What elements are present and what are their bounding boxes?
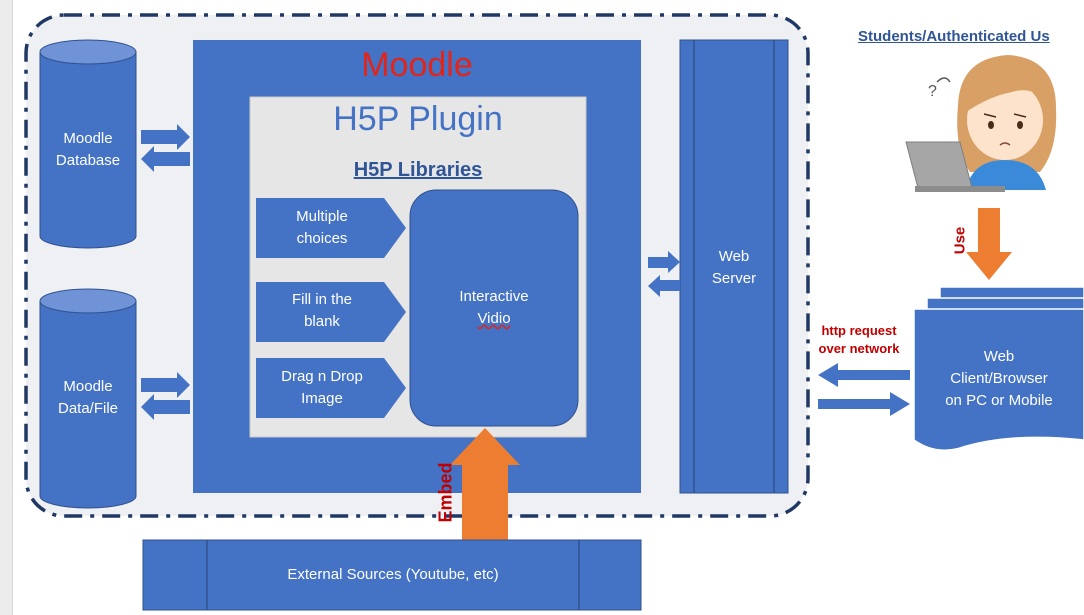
use-label: Use — [951, 226, 969, 255]
external-sources-block — [142, 539, 642, 611]
library-multiple-choices-label: Multiple choices — [258, 206, 386, 250]
moodle-database-cylinder — [39, 39, 137, 249]
svg-text:?: ? — [928, 83, 937, 100]
db-label-line: Moodle — [63, 130, 113, 147]
use-arrow-icon — [966, 208, 1012, 280]
interactive-line: Interactive — [459, 288, 529, 305]
server-label-line: Web — [718, 248, 750, 265]
moodle-datafile-label: Moodle Data/File — [40, 376, 136, 420]
response-arrow-icon — [818, 363, 910, 387]
db-label-line: Database — [55, 152, 121, 169]
h5p-libraries-label: H5P Libraries — [353, 159, 483, 181]
library-label-line: Multiple — [296, 208, 348, 225]
library-drag-drop — [256, 358, 406, 418]
server-label-line: Server — [711, 270, 757, 287]
client-label-line: Client/Browser — [950, 370, 1048, 387]
db-label-line: Data/File — [57, 400, 119, 417]
library-label-line: choices — [296, 230, 348, 247]
library-label-line: Drag n Drop — [281, 368, 363, 385]
datafile-double-arrow-icon — [141, 372, 190, 420]
moodle-datafile-cylinder — [39, 288, 137, 509]
interactive-line: Vidio — [477, 310, 511, 327]
web-client-multidocument — [913, 286, 1084, 451]
external-sources-label: External Sources (Youtube, etc) — [287, 566, 499, 583]
library-multiple-choices — [256, 198, 406, 258]
db-label-line: Moodle — [63, 378, 113, 395]
moodle-title: Moodle — [361, 46, 473, 84]
library-label-line: Fill in the — [291, 291, 353, 308]
students-label: Students/Authenticated Us — [858, 28, 1050, 45]
library-drag-drop-label: Drag n Drop Image — [258, 366, 386, 410]
library-label-line: Image — [301, 390, 343, 407]
server-double-arrow-icon — [648, 251, 680, 297]
http-request-label: http request over network — [806, 322, 912, 358]
client-label-line: on PC or Mobile — [945, 392, 1053, 409]
web-server-label: Web Server — [694, 246, 774, 290]
web-server-block — [679, 39, 789, 494]
left-margin-strip — [0, 0, 13, 615]
interactive-video-box — [409, 189, 579, 427]
embed-arrow-icon — [450, 428, 520, 540]
library-fill-blank-label: Fill in the blank — [258, 289, 386, 333]
http-label-line: http request — [821, 323, 897, 338]
embed-label: Embed — [435, 462, 456, 523]
database-double-arrow-icon — [141, 124, 190, 172]
request-arrow-icon — [818, 392, 910, 416]
http-label-line: over network — [818, 341, 900, 356]
library-label-line: blank — [304, 313, 340, 330]
interactive-video-label: Interactive Vidio — [410, 286, 578, 330]
student-laptop-illustration: ? — [905, 55, 1057, 192]
library-fill-blank — [256, 282, 406, 342]
h5p-plugin-title: H5P Plugin — [333, 100, 503, 138]
client-label-line: Web — [983, 348, 1015, 365]
web-client-label: Web Client/Browser on PC or Mobile — [914, 346, 1084, 412]
moodle-database-label: Moodle Database — [40, 128, 136, 172]
